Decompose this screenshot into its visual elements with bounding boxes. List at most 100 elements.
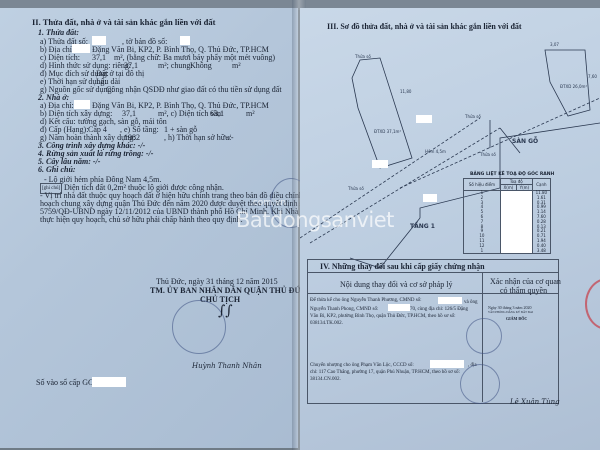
house-address-value: Đặng Văn Bi, KP2, P. Bình Thọ, Q. Thủ Đứ… bbox=[92, 101, 269, 110]
change-entry-1-line-3: Văn Bi, KP2, phường Bình Thọ, quận Thủ Đ… bbox=[310, 314, 456, 319]
note-line-4: hoạch chung xây dựng quận Thủ Đức đến nă… bbox=[40, 199, 307, 208]
purpose-value: Đất ở tại đô thị bbox=[96, 69, 145, 78]
col-content-header: Nội dung thay đổi và cơ sở pháp lý bbox=[340, 280, 453, 289]
change-entry-2-line-2: chỉ: 117 Cao Thắng, phường 17, quận Phú … bbox=[310, 370, 460, 375]
plot-label-left: ĐTXD 37,1m² bbox=[374, 129, 401, 134]
redacted-id-2 bbox=[388, 304, 410, 311]
built-area-value: 37,1 bbox=[122, 109, 136, 118]
land-address-label: b) Địa chỉ: bbox=[40, 45, 75, 54]
usage-form-label: d) Hình thức sử dụng: riêng: bbox=[40, 61, 132, 70]
chairman-title: CHỦ TỊCH bbox=[200, 295, 241, 304]
col-confirm-header-2: có thẩm quyền bbox=[500, 286, 548, 295]
redacted-diagram-label-1 bbox=[416, 115, 432, 123]
col-confirm-header-1: Xác nhận của cơ quan bbox=[490, 277, 561, 286]
parcel-label: a) Thửa đất số: bbox=[40, 37, 88, 46]
confirm-1-title: GIÁM ĐỐC bbox=[506, 316, 528, 321]
note-line-6: thực hiện quy hoạch, chủ sở hữu phải chấ… bbox=[40, 215, 243, 224]
registration-seal-1 bbox=[466, 318, 502, 354]
background-top bbox=[0, 0, 600, 10]
perennial-trees: 5. Cây lâu năm: -/- bbox=[38, 157, 101, 166]
change-entry-2-line-3: 38134.CN.002. bbox=[310, 377, 341, 382]
redacted-coordinates bbox=[499, 189, 533, 255]
map-sheet-label: , tờ bản đồ số: bbox=[122, 37, 168, 46]
redacted-house-number bbox=[72, 44, 90, 53]
floors-value: 1 + sàn gỗ bbox=[164, 125, 198, 134]
area-label: c) Diện tích: bbox=[40, 53, 80, 62]
usage-private: 37,1 bbox=[124, 61, 138, 70]
floor-label-mezzanine: SÀN GỖ bbox=[512, 137, 538, 145]
land-heading: 1. Thửa đất: bbox=[38, 28, 80, 37]
note-line-2: Diện tích đất 0,2m² thuộc lộ giới được c… bbox=[64, 183, 224, 192]
area-unit: m², (bằng chữ: Ba mươi bảy phẩy một mét … bbox=[114, 53, 276, 62]
section-title-diagram: III. Sơ đồ thửa đất, nhà ở và tài sản kh… bbox=[327, 22, 522, 31]
built-area-label: b) Diện tích xây dựng: bbox=[40, 109, 113, 118]
term-value: Lâu dài bbox=[96, 77, 121, 86]
house-heading: 2. Nhà ở: bbox=[38, 93, 70, 102]
note-line-3: - Vị trí nhà đất thuộc quy hoạch đất ở h… bbox=[40, 191, 318, 200]
usage-shared: Không bbox=[190, 61, 212, 70]
redacted-diagram-label-2 bbox=[372, 160, 388, 168]
house-address-label: a) Địa chỉ: bbox=[40, 101, 74, 110]
other-construction: 3. Công trình xây dựng khác: -/- bbox=[38, 141, 146, 150]
changes-table-border bbox=[307, 259, 559, 404]
floor-label-ground: TẦNG 1 bbox=[410, 221, 435, 230]
floor-area-label: m², c) Diện tích sàn: bbox=[158, 109, 224, 118]
usage-shared-label: m²; chung: bbox=[158, 61, 193, 70]
purpose-label: đ) Mục đích sử dụng: bbox=[40, 69, 109, 78]
production-forest: 4. Rừng sản xuất là rừng trồng: -/- bbox=[38, 149, 154, 158]
term-label: e) Thời hạn sử dụng: bbox=[40, 77, 107, 86]
watermark-domain: .com.vn bbox=[250, 198, 286, 208]
land-plot-diagram: ĐTXD 37,1m² ĐTXD 26,0m² 11,80 3,07 7,60 … bbox=[300, 42, 600, 269]
certificate-page-right: III. Sơ đồ thửa đất, nhà ở và tài sản kh… bbox=[300, 8, 600, 450]
plot-label-right: ĐTXD 26,0m² bbox=[560, 84, 587, 89]
structure-label: d) Kết cấu: bbox=[40, 117, 76, 126]
redacted-diagram-label-3 bbox=[423, 194, 437, 202]
ownership-term-label: , h) Thời hạn sở hữu: bbox=[164, 133, 232, 142]
area-value: 37,1 bbox=[92, 53, 106, 62]
divider bbox=[308, 293, 558, 294]
note-line-5: 5759/QĐ-UBND ngày 12/11/2012 của UBND th… bbox=[40, 207, 317, 216]
coord-header-point: Số hiệu điểm bbox=[463, 178, 501, 191]
red-seal-partial bbox=[585, 278, 600, 330]
change-entry-1-line-1b: và ông bbox=[464, 300, 478, 305]
coord-table-title: BẢNG LIỆT KÊ TOẠ ĐỘ GÓC RANH bbox=[470, 172, 555, 177]
alley-label: Hẻm 4,5m bbox=[425, 149, 446, 154]
dim-left-0: 11,80 bbox=[400, 89, 412, 94]
note-tag: [ghi chú] bbox=[40, 183, 63, 194]
change-entry-1-line-4: 038134.TK.002. bbox=[310, 321, 343, 326]
neighbor-label-4: Thửa số bbox=[347, 186, 364, 191]
neighbor-label-1: Thửa số bbox=[354, 54, 371, 59]
official-seal bbox=[172, 300, 226, 354]
divider bbox=[308, 272, 558, 273]
grade-label: đ) Cấp (Hạng): bbox=[40, 125, 89, 134]
redacted-map-sheet bbox=[180, 36, 190, 45]
land-address-value: Đặng Văn Bi, KP2, P. Bình Thọ, Q. Thủ Đứ… bbox=[92, 45, 269, 54]
register-label: Số vào sổ cấp GCN: bbox=[36, 378, 102, 387]
changes-section-title: IV. Những thay đổi sau khi cấp giấy chứn… bbox=[320, 262, 485, 271]
signer-name: Huỳnh Thanh Nhân bbox=[192, 362, 262, 370]
section-title-land: II. Thửa đất, nhà ở và tài sản khác gắn … bbox=[32, 17, 216, 27]
year-value: 1982 bbox=[124, 133, 140, 142]
change-entry-1-line-1: Để thừa kế cho ông Nguyễn Thanh Phương, … bbox=[310, 298, 422, 303]
floors-label: , e) Số tầng: bbox=[120, 125, 159, 134]
structure-value: tường gạch, sàn gỗ, mái tôn bbox=[78, 117, 167, 126]
origin-value: Công nhận QSDĐ như giao đất có thu tiền … bbox=[106, 85, 282, 94]
dim-right-1: 7,60 bbox=[588, 74, 597, 79]
change-entry-1-line-2b: 70, cùng địa chỉ: 126/5 Đặng bbox=[410, 307, 469, 312]
confirm-1-org: VĂN PHÒNG ĐĂNG KÝ ĐẤT ĐAI bbox=[488, 310, 534, 314]
issuing-authority: TM. ỦY BAN NHÂN DÂN QUẬN THỦ ĐỨC bbox=[150, 286, 307, 295]
year-label: g) Năm hoàn thành xây dựng: bbox=[40, 133, 136, 142]
notes-heading: 6. Ghi chú: bbox=[38, 165, 76, 174]
grade-value: Cấp 4 bbox=[88, 125, 107, 134]
watermark-brand: Batdongsanviet bbox=[236, 208, 394, 232]
redacted-register-number bbox=[92, 377, 126, 387]
origin-label: g) Nguồn gốc sử dụng: bbox=[40, 85, 114, 94]
ownership-term-value: -/- bbox=[226, 133, 234, 142]
registration-seal-2 bbox=[460, 364, 500, 404]
neighbor-label-3: Thửa số bbox=[479, 152, 496, 157]
floor-area-unit: m² bbox=[246, 109, 255, 118]
signature-mark: ∫∫ bbox=[218, 303, 233, 319]
